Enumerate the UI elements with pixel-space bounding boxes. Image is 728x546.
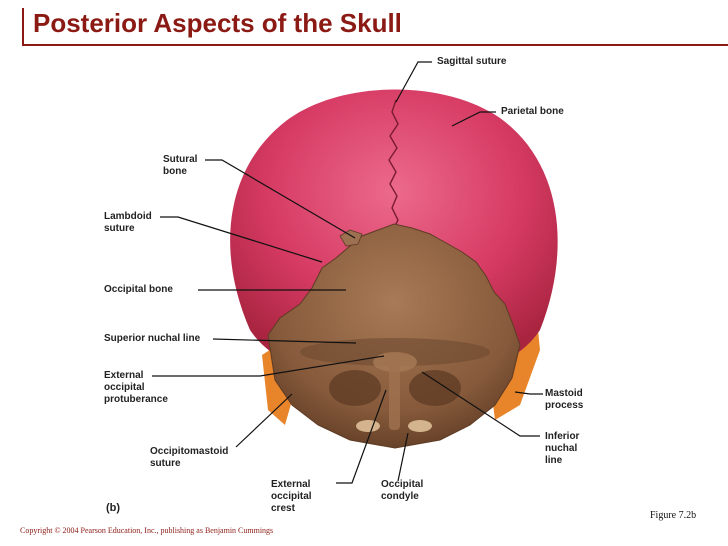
label-external-occipital-crest: External occipital crest [271,479,312,514]
left-nuchal-fossa [329,370,381,406]
leader-mastoid [514,391,543,395]
leader-superior-nuchal [212,338,357,344]
leader-parietal [451,111,496,127]
label-occipital-bone: Occipital bone [104,284,173,295]
leader-inferior-nuchal [421,371,540,437]
right-nuchal-fossa [409,370,461,406]
leader-sutural [205,159,356,239]
panel-tag: (b) [106,502,121,514]
label-sagittal-suture: Sagittal suture [437,56,507,67]
slide-title: Posterior Aspects of the Skull [33,8,402,38]
leader-protuberance [152,355,385,377]
label-external-occipital-protuberance: External occipital protuberance [104,370,168,405]
label-lambdoid-suture: Lambdoid suture [104,211,152,234]
copyright-notice: Copyright © 2004 Pearson Education, Inc.… [20,526,274,535]
right-occipital-condyle [408,420,432,432]
leader-condyle [397,432,409,482]
sutural-bone [339,229,363,247]
sagittal-suture-line [388,99,399,231]
label-superior-nuchal-line: Superior nuchal line [104,333,201,344]
label-parietal-bone: Parietal bone [501,106,564,117]
label-occipitomastoid-suture: Occipitomastoid suture [150,446,229,469]
leader-occipitomastoid [235,393,293,448]
label-sutural-bone: Sutural bone [163,154,198,177]
title-left-rule [22,8,24,46]
title-underline [22,44,728,46]
label-occipital-condyle: Occipital condyle [381,479,424,502]
leader-sagittal [395,61,432,103]
label-inferior-nuchal-line: Inferior nuchal line [545,431,580,466]
left-occipital-condyle [356,420,380,432]
leader-lambdoid [160,216,323,263]
leader-crest [336,389,387,484]
figure-number: Figure 7.2b [650,510,697,521]
label-mastoid-process: Mastoid process [545,388,584,411]
external-occipital-crest-ridge [389,360,400,430]
